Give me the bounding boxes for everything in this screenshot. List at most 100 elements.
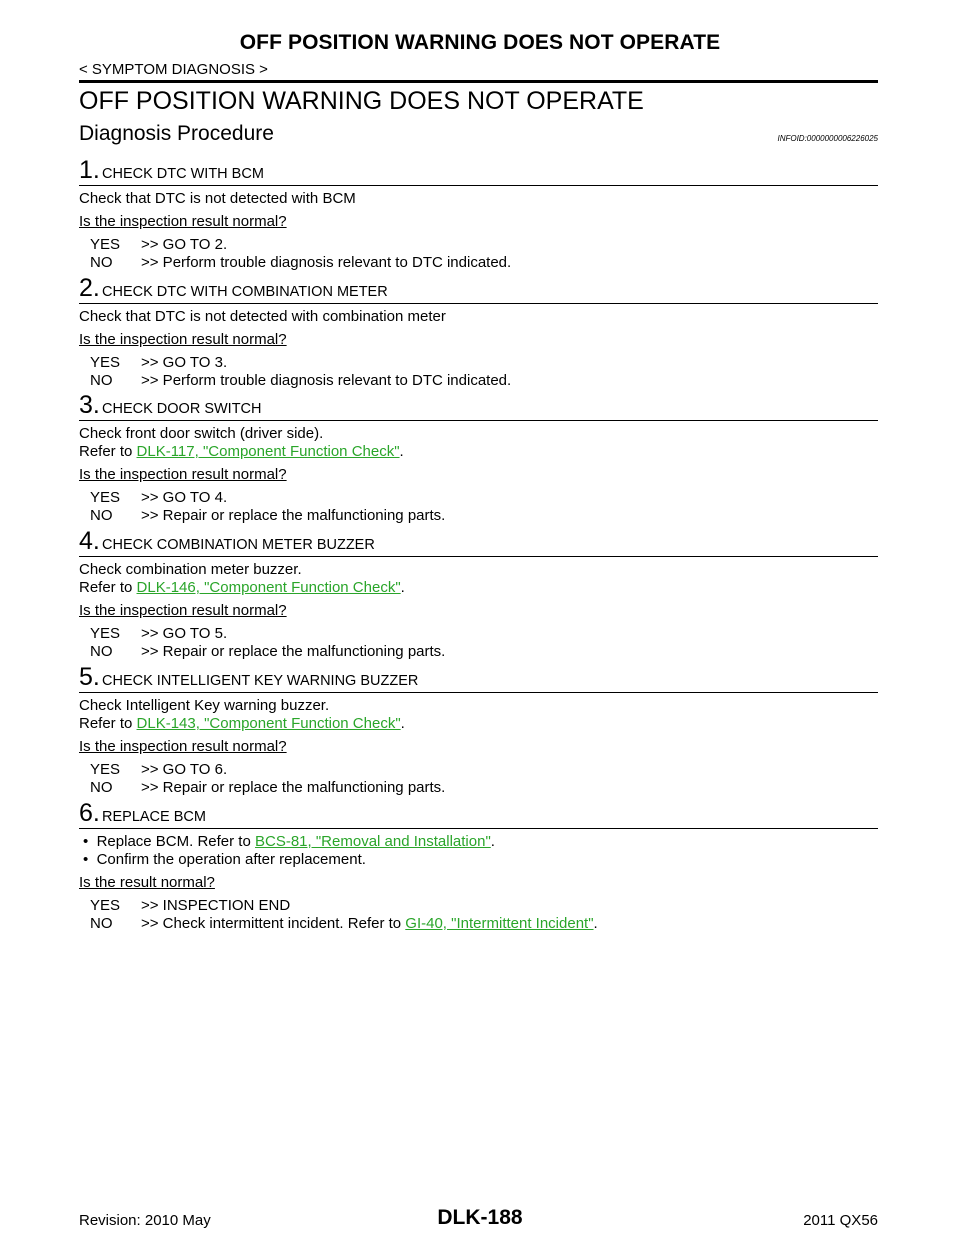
infoid: INFOID:0000000006226025 [777,134,878,143]
step-question: Is the result normal? [79,874,215,891]
yes-text: >> GO TO 6. [141,761,228,778]
no-label: NO [90,254,113,271]
step-question: Is the inspection result normal? [79,602,287,619]
reference-link[interactable]: DLK-117, "Component Function Check" [136,443,400,460]
yes-text: >> GO TO 5. [141,625,228,642]
bullet-text: Replace BCM. Refer to [96,833,255,850]
answer-yes: YES >> GO TO 3. [79,354,878,372]
no-text: >> Perform trouble diagnosis relevant to… [141,254,512,271]
refer-line: Refer to DLK-143, "Component Function Ch… [79,715,878,733]
step-name: CHECK INTELLIGENT KEY WARNING BUZZER [102,673,419,689]
no-text: >> Repair or replace the malfunctioning … [141,643,446,660]
reference-link[interactable]: DLK-143, "Component Function Check" [136,715,401,732]
footer-model: 2011 QX56 [803,1212,878,1229]
step-3: 3. CHECK DOOR SWITCH Check front door sw… [79,392,878,525]
page-header-title: OFF POSITION WARNING DOES NOT OPERATE [239,31,721,54]
step-text: Check Intelligent Key warning buzzer. [79,697,330,714]
no-text: >> Perform trouble diagnosis relevant to… [141,372,512,389]
no-text: >> Check intermittent incident. Refer to [141,915,406,932]
step-text: Check front door switch (driver side). [79,425,324,442]
step-number: 1. [79,156,100,184]
answer-no: NO >> Repair or replace the malfunctionin… [79,643,878,661]
step-number: 5. [79,663,100,691]
answer-no: NO >> Check intermittent incident. Refer … [79,915,878,933]
answer-yes: YES >> GO TO 2. [79,236,878,254]
step-header: 2. CHECK DTC WITH COMBINATION METER [79,275,878,304]
header-rule [79,80,878,83]
yes-label: YES [90,354,121,371]
no-suffix: . [593,915,598,932]
answer-yes: YES >> GO TO 6. [79,761,878,779]
step-question: Is the inspection result normal? [79,213,287,230]
step-name: CHECK COMBINATION METER BUZZER [102,537,375,553]
no-text: >> Repair or replace the malfunctioning … [141,779,446,796]
no-label: NO [90,915,113,932]
yes-text: >> GO TO 2. [141,236,228,253]
footer-page-number: DLK-188 [437,1206,523,1229]
step-4: 4. CHECK COMBINATION METER BUZZER Check … [79,528,878,661]
yes-label: YES [90,897,121,914]
yes-text: >> GO TO 3. [141,354,228,371]
step-number: 3. [79,391,100,419]
step-6: 6. REPLACE BCM • Replace BCM. Refer to B… [79,800,878,933]
step-number: 2. [79,274,100,302]
refer-prefix: Refer to [79,579,137,596]
yes-text: >> GO TO 4. [141,489,228,506]
step-name: CHECK DTC WITH BCM [102,166,264,182]
breadcrumb: < SYMPTOM DIAGNOSIS > [79,61,268,78]
step-name: REPLACE BCM [102,809,206,825]
step-header: 5. CHECK INTELLIGENT KEY WARNING BUZZER [79,664,878,693]
yes-label: YES [90,236,121,253]
answer-no: NO >> Perform trouble diagnosis relevant … [79,254,878,272]
no-label: NO [90,507,113,524]
step-question: Is the inspection result normal? [79,738,287,755]
reference-link[interactable]: GI-40, "Intermittent Incident" [405,915,594,932]
yes-label: YES [90,489,121,506]
reference-link[interactable]: DLK-146, "Component Function Check" [136,579,401,596]
footer-revision: Revision: 2010 May [79,1212,211,1229]
step-number: 4. [79,527,100,555]
yes-label: YES [90,761,121,778]
step-2: 2. CHECK DTC WITH COMBINATION METER Chec… [79,275,878,390]
bullet-item: • Replace BCM. Refer to BCS-81, "Removal… [83,833,495,850]
bullet-suffix: . [490,833,495,850]
refer-prefix: Refer to [79,715,137,732]
refer-prefix: Refer to [79,443,137,460]
yes-text: >> INSPECTION END [141,897,291,914]
no-text: >> Repair or replace the malfunctioning … [141,507,446,524]
bullet-item: • Confirm the operation after replacemen… [83,851,366,868]
step-name: CHECK DTC WITH COMBINATION METER [102,284,388,300]
reference-link[interactable]: BCS-81, "Removal and Installation" [255,833,491,850]
refer-suffix: . [400,715,405,732]
step-text: Check combination meter buzzer. [79,561,302,578]
bullet-text: Confirm the operation after replacement. [96,851,366,868]
step-1: 1. CHECK DTC WITH BCM Check that DTC is … [79,157,878,272]
step-5: 5. CHECK INTELLIGENT KEY WARNING BUZZER … [79,664,878,797]
step-number: 6. [79,799,100,827]
step-name: CHECK DOOR SWITCH [102,401,262,417]
refer-line: Refer to DLK-117, "Component Function Ch… [79,443,878,461]
answer-yes: YES >> GO TO 4. [79,489,878,507]
step-text: Check that DTC is not detected with BCM [79,190,356,207]
answer-no: NO >> Perform trouble diagnosis relevant … [79,372,878,390]
no-label: NO [90,372,113,389]
step-question: Is the inspection result normal? [79,331,287,348]
step-question: Is the inspection result normal? [79,466,287,483]
refer-suffix: . [399,443,404,460]
answer-no: NO >> Repair or replace the malfunctionin… [79,507,878,525]
answer-no: NO >> Repair or replace the malfunctionin… [79,779,878,797]
step-text: Check that DTC is not detected with comb… [79,308,446,325]
answer-yes: YES >> GO TO 5. [79,625,878,643]
no-label: NO [90,779,113,796]
step-header: 1. CHECK DTC WITH BCM [79,157,878,186]
page-title: OFF POSITION WARNING DOES NOT OPERATE [79,87,644,115]
step-header: 6. REPLACE BCM [79,800,878,829]
refer-line: Refer to DLK-146, "Component Function Ch… [79,579,878,597]
step-header: 3. CHECK DOOR SWITCH [79,392,878,421]
section-title: Diagnosis Procedure [79,122,274,145]
yes-label: YES [90,625,121,642]
no-label: NO [90,643,113,660]
step-header: 4. CHECK COMBINATION METER BUZZER [79,528,878,557]
answer-yes: YES >> INSPECTION END [79,897,878,915]
refer-suffix: . [400,579,405,596]
